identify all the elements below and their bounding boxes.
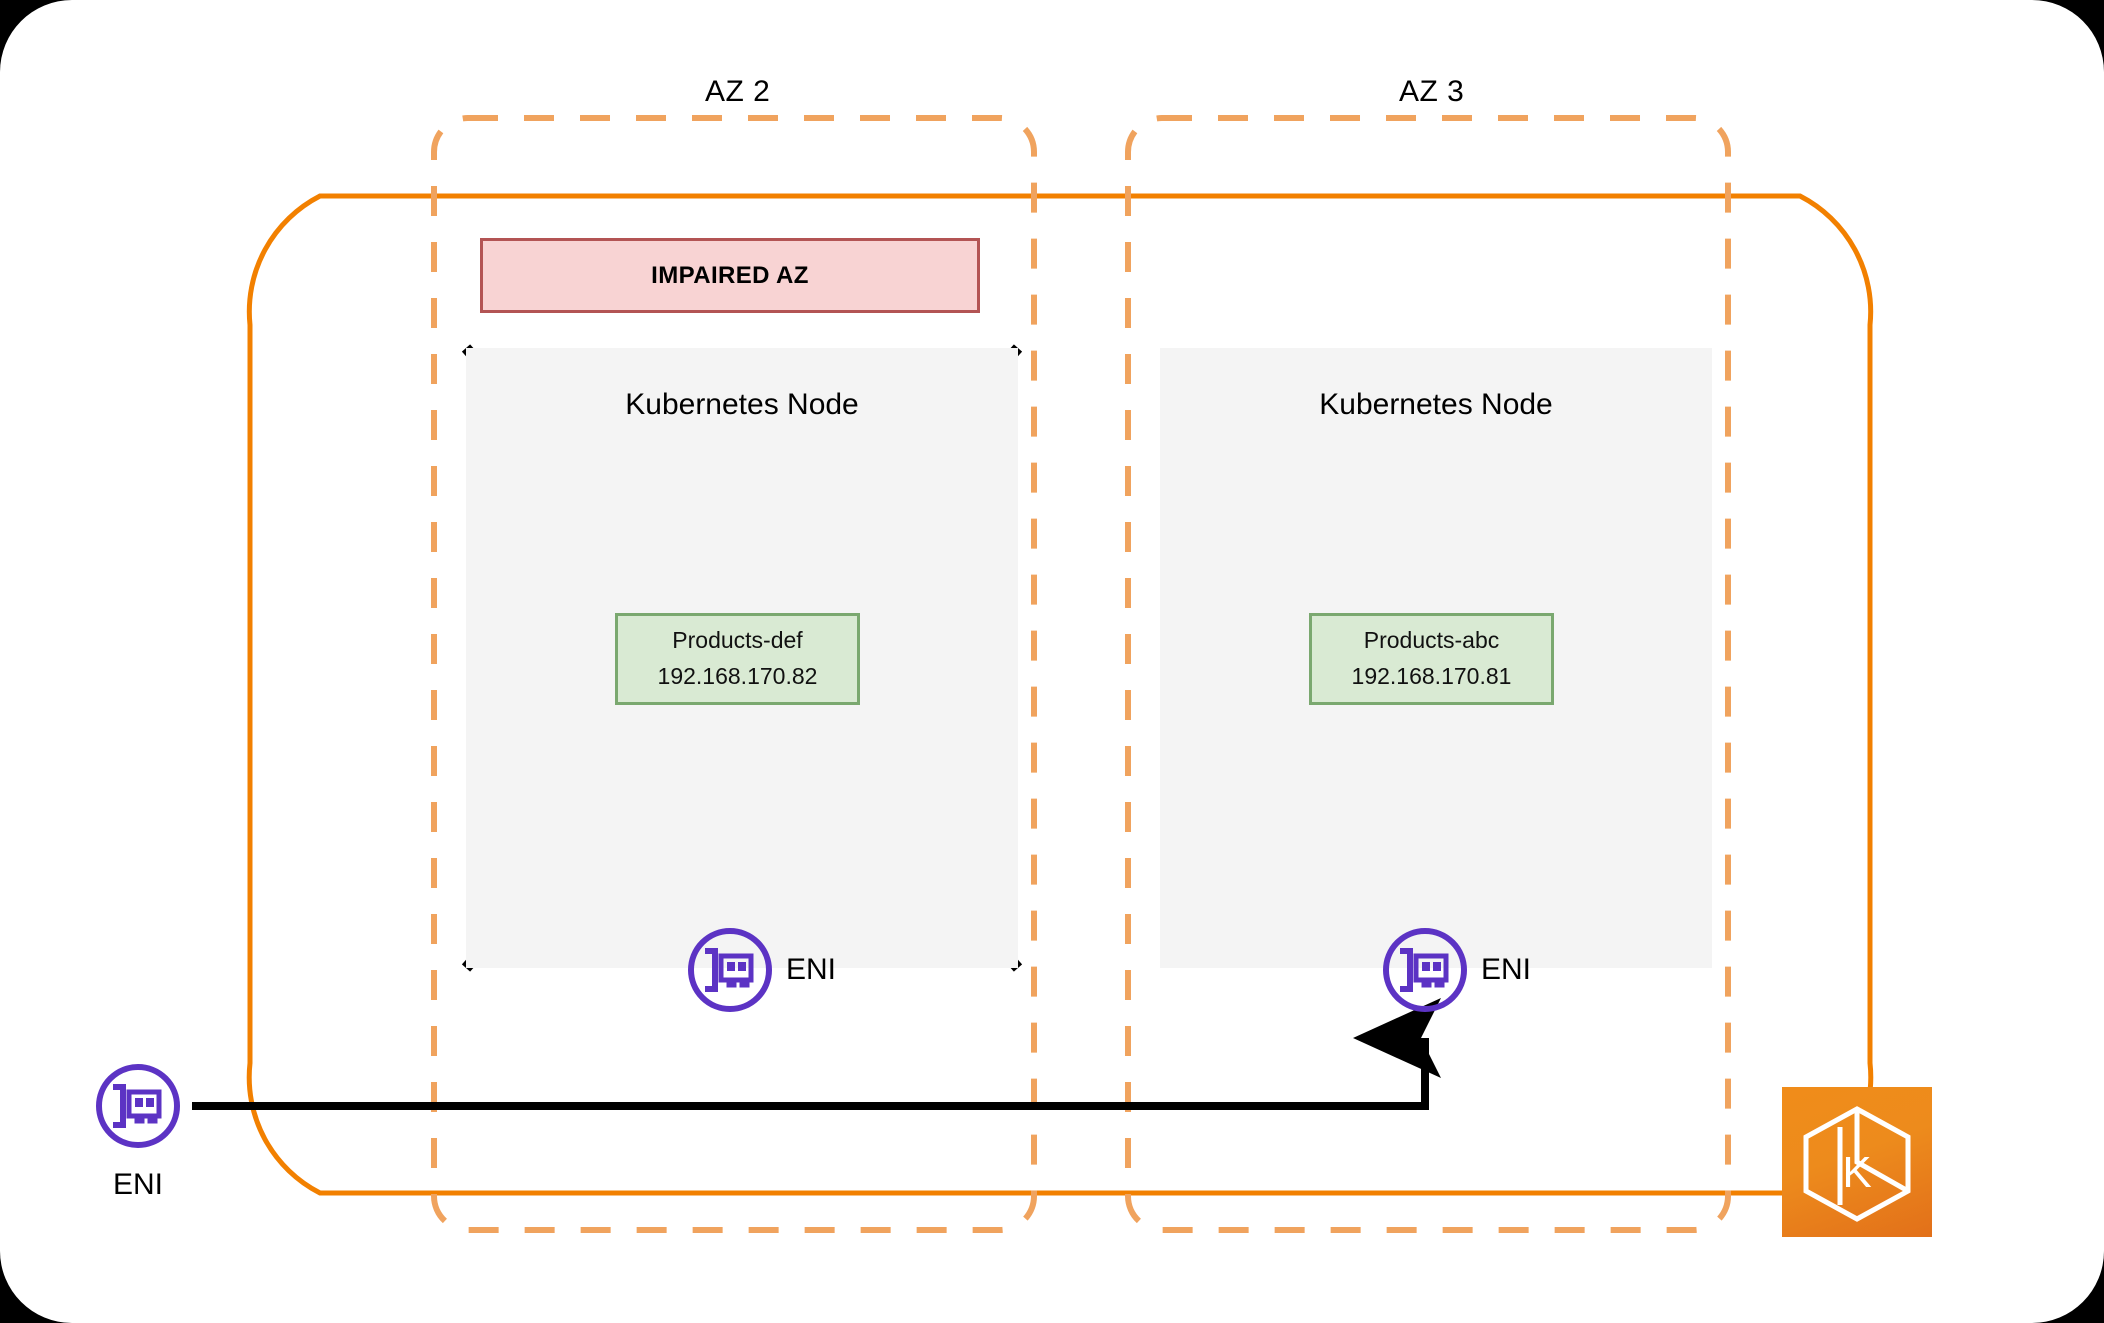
impaired-az-text: IMPAIRED AZ	[651, 261, 809, 289]
az3-eni: ENI	[1383, 928, 1531, 1012]
az3-pod-name: Products-abc	[1363, 627, 1500, 654]
az2-node-title: Kubernetes Node	[625, 388, 859, 421]
az3-node-title: Kubernetes Node	[1319, 388, 1553, 421]
eks-kubernetes-logo: K	[1782, 1087, 1932, 1237]
az2-pod-ip: 192.168.170.82	[657, 663, 818, 689]
az3-eni-label: ENI	[1481, 953, 1532, 986]
nic-glyph	[1400, 948, 1449, 992]
az2-label: AZ 2	[705, 75, 771, 108]
external-eni-label: ENI	[112, 1168, 163, 1201]
az2-pod-name: Products-def	[672, 627, 803, 654]
network-interface-icon	[96, 1064, 180, 1148]
impaired-az-banner: IMPAIRED AZ	[480, 238, 980, 313]
az3-label: AZ 3	[1399, 75, 1465, 108]
nic-glyph	[705, 948, 754, 992]
nic-glyph	[113, 1084, 162, 1128]
eks-hexagon-icon: K	[1803, 1106, 1911, 1222]
eks-k-glyph: K	[1842, 1148, 1871, 1197]
network-interface-icon	[1383, 928, 1467, 1012]
external-eni	[96, 1064, 180, 1148]
az3-pod-products-abc: Products-abc 192.168.170.81	[1309, 613, 1554, 705]
az2-eni-label: ENI	[786, 953, 837, 986]
az2-pod-products-def: Products-def 192.168.170.82	[615, 613, 860, 705]
az3-pod-ip: 192.168.170.81	[1351, 663, 1512, 689]
az2-eni: ENI	[688, 928, 836, 1012]
network-interface-icon	[688, 928, 772, 1012]
